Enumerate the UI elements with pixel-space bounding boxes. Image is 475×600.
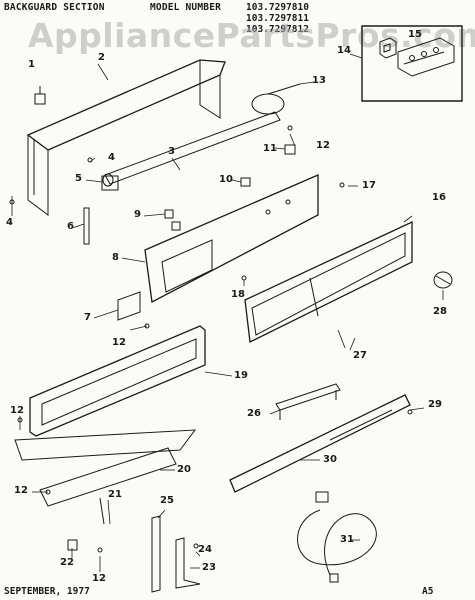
part-23-bracket [176,538,200,588]
small-hardware [10,126,412,552]
callout-12-top: 12 [316,140,330,151]
callout-5: 5 [75,173,82,184]
part-7-bracket [118,292,140,320]
callout-19: 19 [234,370,248,381]
callout-18: 18 [231,289,245,300]
callout-23: 23 [202,562,216,573]
part-19-rear-panel [30,326,205,436]
callout-12-left: 12 [10,405,24,416]
callout-29: 29 [428,399,442,410]
part-28-knob [434,272,452,288]
callout-8: 8 [112,252,119,263]
footer-page: A5 [422,586,434,597]
callout-12-mid: 12 [112,337,126,348]
callout-3: 3 [168,146,175,157]
callout-24: 24 [198,544,212,555]
callout-12-bottom: 12 [92,573,106,584]
callout-2: 2 [98,52,105,63]
part-20-trim [15,430,195,460]
callout-22: 22 [60,557,74,568]
callout-12-lower: 12 [14,485,28,496]
callout-27: 27 [353,350,367,361]
callout-25: 25 [160,495,174,506]
callout-20: 20 [177,464,191,475]
model-number-label: MODEL NUMBER [150,2,222,13]
callout-15: 15 [408,29,422,40]
model-number-3: 103.7297812 [246,24,309,35]
callout-21: 21 [108,489,122,500]
inset-box [362,26,462,101]
footer-date: SEPTEMBER, 1977 [4,586,90,597]
callout-16: 16 [432,192,446,203]
section-title: BACKGUARD SECTION [4,2,105,13]
callout-13: 13 [312,75,326,86]
callout-7: 7 [84,312,91,323]
callout-11: 11 [263,143,277,154]
part-8-control-panel [145,175,318,302]
part-26-handle [276,384,340,420]
part-3-fluorescent-tube [103,112,280,186]
callout-1: 1 [28,59,35,70]
callout-9: 9 [134,209,141,220]
part-31-power-cord [298,492,377,582]
callout-28: 28 [433,306,447,317]
part-25-support [152,516,160,592]
callout-4-upper: 4 [108,152,115,163]
model-number-2: 103.7297811 [246,13,309,24]
leader-lines [12,54,443,572]
callout-26: 26 [247,408,261,419]
callout-30: 30 [323,454,337,465]
part-16-panel-frame [245,222,412,342]
part-22-clip [68,540,77,550]
part-2-backguard-frame [28,60,225,215]
model-number-1: 103.7297810 [246,2,309,13]
callout-14: 14 [337,45,351,56]
callout-17: 17 [362,180,376,191]
callout-10: 10 [219,174,233,185]
part-13-lamp-holder [252,84,300,114]
part-21-bracket [40,448,176,524]
part-1-clip [35,86,45,104]
callout-31: 31 [340,534,354,545]
callout-6: 6 [67,221,74,232]
callout-4-lower: 4 [6,217,13,228]
part-30-trim-strip [230,395,410,492]
